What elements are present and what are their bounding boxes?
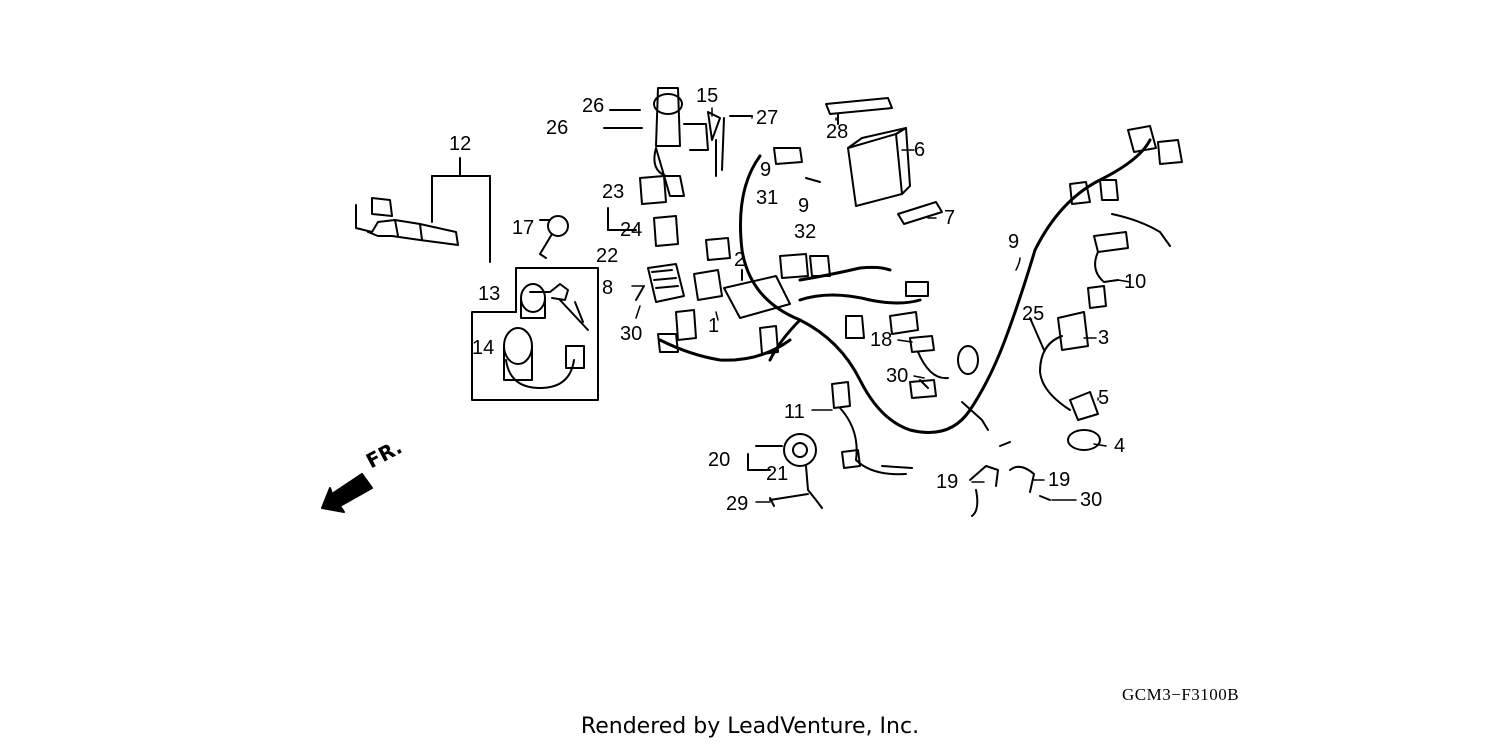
callout-30-a: 30 [620,323,643,345]
callout-13: 13 [478,283,501,305]
callout-25: 25 [1022,303,1045,325]
callout-21: 21 [766,463,789,485]
callout-30-b: 30 [886,365,909,387]
callout-24: 24 [620,219,643,241]
connectors-part [657,125,1183,431]
callout-30-c: 30 [1080,489,1103,511]
callout-7: 7 [944,207,956,229]
callout-5: 5 [1098,387,1110,409]
callout-2: 2 [734,249,746,271]
callout-9-c: 9 [1008,231,1020,253]
switch-assembly-part [603,87,753,197]
callout-18: 18 [870,329,893,351]
callout-9-a: 9 [760,159,772,181]
callout-8: 8 [602,277,614,299]
callout-32: 32 [794,221,817,243]
callout-28: 28 [826,121,849,143]
leader-lines [631,107,1131,503]
horn-part [747,433,823,509]
callout-20: 20 [708,449,731,471]
ignition-switch-part [503,283,589,389]
callout-11: 11 [784,401,805,423]
callout-1: 1 [708,315,720,337]
handlebar-switch-part [355,197,459,246]
callout-3: 3 [1098,327,1110,349]
battery-part [825,97,943,225]
footer-credit: Rendered by LeadVenture, Inc. [580,714,920,739]
key-part [539,215,569,259]
callout-31: 31 [756,187,779,209]
callout-14: 14 [472,337,495,359]
front-direction-arrow [321,473,373,513]
callout-23: 23 [602,181,625,203]
callout-9-b: 9 [798,195,810,217]
callout-29: 29 [726,493,749,515]
ignition-coil-part [1029,231,1129,451]
diagram-code: GCM3−F3100B [1122,685,1240,704]
sensor-part [909,335,1035,517]
relay-part [607,175,679,247]
callout-19-a: 19 [936,471,959,493]
regulator-part [635,263,685,303]
callout-26-upper: 26 [582,95,605,117]
fuse-box-part [693,269,791,319]
callout-17: 17 [512,217,535,239]
callout-22: 22 [596,245,619,267]
callout-27: 27 [756,107,779,129]
fastener-part [769,177,1051,507]
wire-11-part [831,381,913,476]
callout-4: 4 [1114,435,1126,457]
callout-6: 6 [914,139,926,161]
callout-19-b: 19 [1048,469,1071,491]
callout-15: 15 [696,85,719,107]
callout-12: 12 [449,133,472,155]
callout-10: 10 [1124,271,1147,293]
callout-26-lower: 26 [546,117,569,139]
